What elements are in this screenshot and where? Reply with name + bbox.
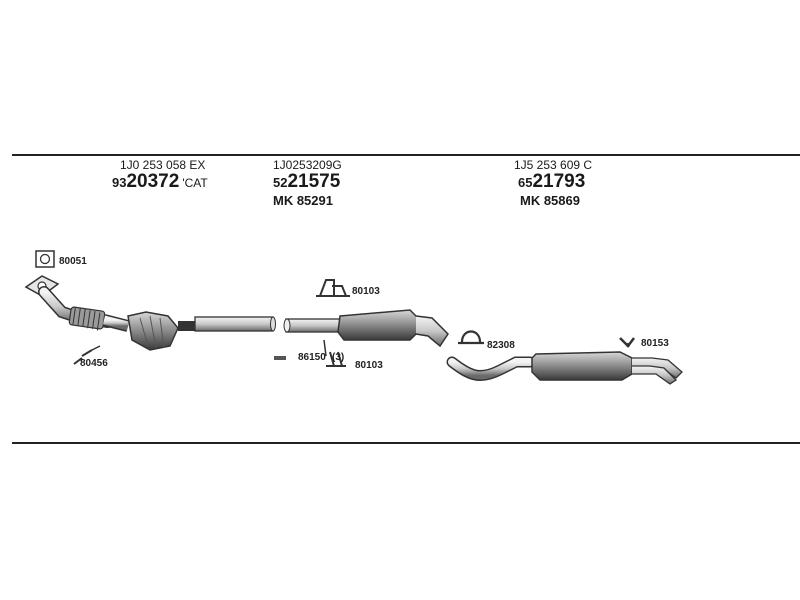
rear-silencer [446, 351, 683, 385]
bracket-icon [323, 339, 346, 367]
part-number: 6521793 [518, 172, 592, 193]
part-number: 5221575 [273, 172, 342, 193]
callout-gasket: 80051 [59, 256, 87, 267]
part-block-middle-silencer: 1J0253209G 5221575 MK 85291 [273, 158, 342, 209]
part-number-prefix: 52 [273, 175, 288, 190]
callout-hanger: 80153 [641, 338, 669, 349]
top-divider [12, 154, 800, 156]
bolts-icon [73, 345, 101, 365]
front-pipe [24, 275, 130, 332]
rubber-mount-icon [274, 356, 286, 360]
part-number-prefix: 65 [518, 175, 533, 190]
middle-silencer [283, 309, 449, 348]
part-number-prefix: 93 [112, 175, 127, 190]
part-number-main: 21793 [532, 171, 586, 192]
bottom-divider [12, 442, 800, 444]
part-block-rear-silencer: 1J5 253 609 C 6521793 MK 85869 [514, 158, 592, 209]
callout-bracket-count: (3) [332, 352, 345, 363]
flex-pipe [68, 306, 106, 331]
part-number: 9320372'CAT [112, 172, 208, 193]
part-block-catalytic-converter: 1J0 253 058 EX 9320372'CAT [112, 158, 208, 193]
clamp-icon [458, 330, 484, 345]
callout-clamp-rear: 82308 [487, 340, 515, 351]
part-number-suffix: 'CAT [182, 176, 208, 190]
callout-bolts: 80456 [80, 358, 108, 369]
callout-clamp-middle-bottom: 80103 [355, 360, 383, 371]
part-number-main: 20372 [126, 171, 180, 192]
catalytic-converter [127, 311, 200, 351]
callout-rubber-mount: 86150 [298, 352, 326, 363]
oem-number: 1J0253209G [273, 158, 342, 172]
oem-number: 1J0 253 058 EX [120, 158, 206, 172]
mk-number: MK 85869 [520, 193, 580, 208]
hanger-icon [619, 337, 635, 348]
oem-number: 1J5 253 609 C [514, 158, 593, 172]
mk-number: MK 85291 [273, 193, 333, 208]
part-number-main: 21575 [287, 171, 341, 192]
gasket-icon [35, 250, 55, 268]
clamp-icon [316, 279, 350, 297]
callout-clamp-middle-top: 80103 [352, 286, 380, 297]
intermediate-pipe-front [194, 316, 276, 332]
